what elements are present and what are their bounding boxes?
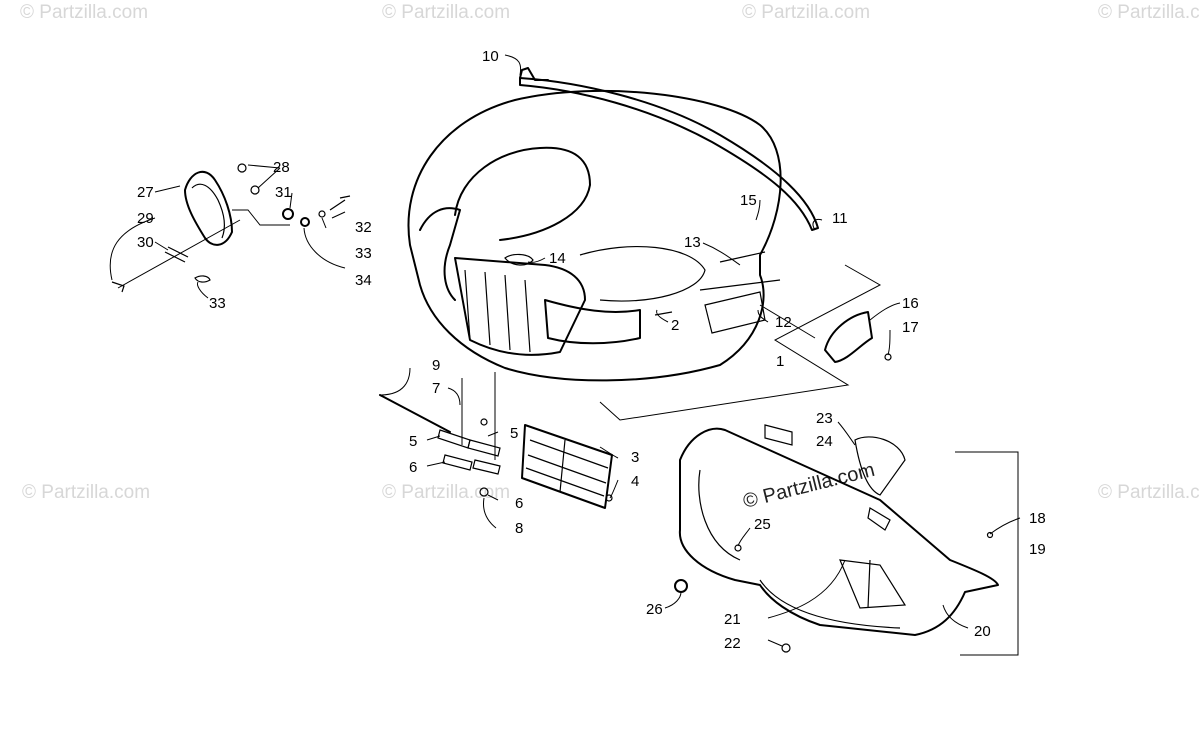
callout-23: 23: [816, 410, 833, 427]
callout-6: 6: [515, 495, 523, 512]
callout-22: 22: [724, 635, 741, 652]
callout-10: 10: [482, 48, 499, 65]
callout-27: 27: [137, 184, 154, 201]
callout-32: 32: [355, 219, 372, 236]
hood-bracket-line: [599, 264, 882, 421]
callout-8: 8: [515, 520, 523, 537]
callout-19: 19: [1029, 541, 1046, 558]
windshield-trim-strip: [519, 77, 819, 231]
callout-31: 31: [275, 184, 292, 201]
callout-33: 33: [355, 245, 372, 262]
callout-17: 17: [902, 319, 919, 336]
callout-30: 30: [137, 234, 154, 251]
callout-labels: 10 11 15 13 14 2 12 1 16 17 3 4 9 7 5 6 …: [137, 48, 1046, 652]
callout-26: 26: [646, 601, 663, 618]
callout-1: 1: [776, 353, 784, 370]
leader-lines: [109, 54, 1021, 647]
watermark-text: © Partzilla.com: [382, 482, 510, 503]
watermark-text: © Partzilla.com: [1098, 482, 1200, 503]
callout-2: 2: [671, 317, 679, 334]
callout-25: 25: [754, 516, 771, 533]
callout-14: 14: [549, 250, 566, 267]
watermark-layer: © Partzilla.com © Partzilla.com © Partzi…: [20, 2, 1200, 513]
hood-latch-brackets: [379, 372, 501, 497]
console-tray: [674, 424, 999, 653]
callout-5: 5: [409, 433, 417, 450]
callout-12: 12: [775, 314, 792, 331]
watermark-text: © Partzilla.com: [382, 2, 510, 23]
watermark-text: © Partzilla.com: [742, 2, 870, 23]
hood-assembly: [407, 89, 782, 382]
headlight-assembly: [111, 163, 351, 293]
callout-9: 9: [432, 357, 440, 374]
trim-end-clip: [519, 67, 549, 81]
callout-15: 15: [740, 192, 757, 209]
callout-34: 34: [355, 272, 372, 289]
callout-28: 28: [273, 159, 290, 176]
vent-screen: [521, 424, 613, 509]
callout-3: 3: [631, 449, 639, 466]
callout-5: 5: [510, 425, 518, 442]
watermark-text: © Partzilla.com: [1098, 2, 1200, 23]
tray-bracket-line: [955, 451, 1019, 656]
side-vent-piece: [824, 311, 873, 363]
callout-29: 29: [137, 210, 154, 227]
callout-4: 4: [631, 473, 639, 490]
callout-6: 6: [409, 459, 417, 476]
callout-33: 33: [209, 295, 226, 312]
callout-13: 13: [684, 234, 701, 251]
callout-11: 11: [832, 210, 848, 227]
leader-line: [759, 304, 816, 339]
watermark-text: © Partzilla.com: [22, 482, 150, 503]
callout-18: 18: [1029, 510, 1046, 527]
callout-7: 7: [432, 380, 440, 397]
callout-21: 21: [724, 611, 741, 628]
callout-24: 24: [816, 433, 833, 450]
callout-20: 20: [974, 623, 991, 640]
watermark-text: © Partzilla.com: [20, 2, 148, 23]
callout-16: 16: [902, 295, 919, 312]
